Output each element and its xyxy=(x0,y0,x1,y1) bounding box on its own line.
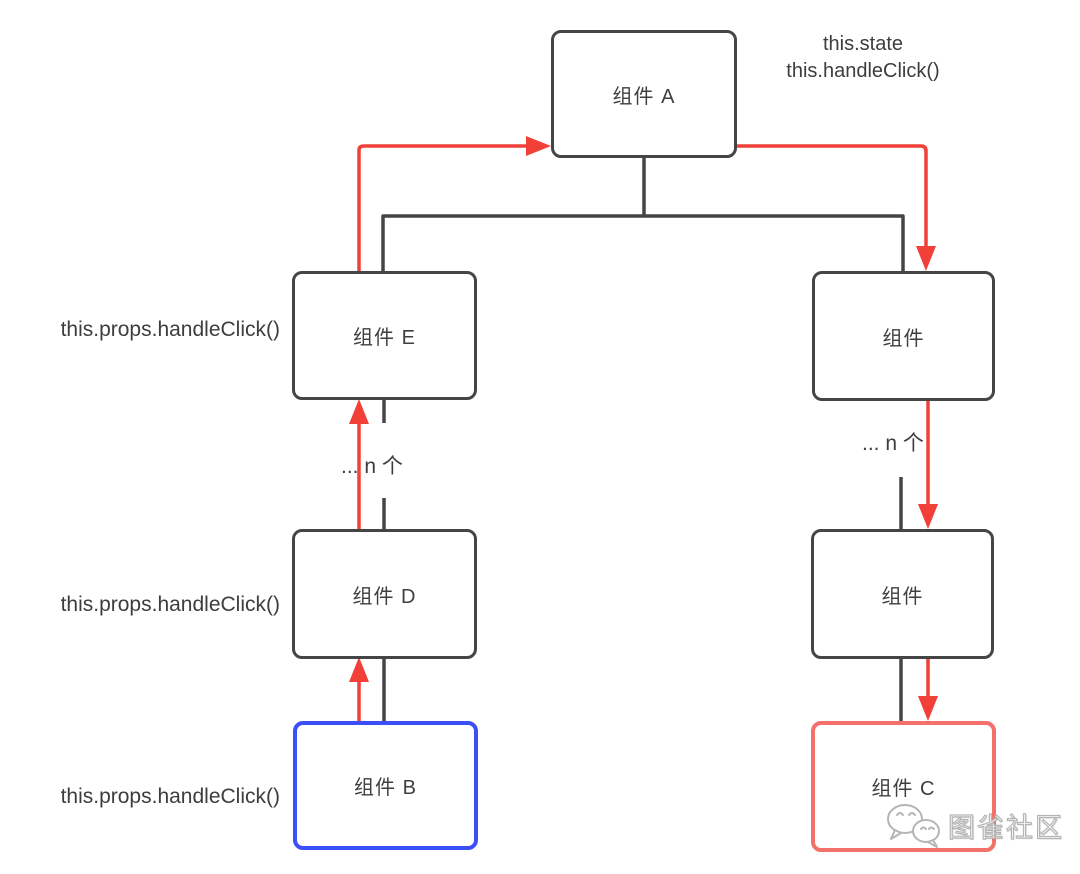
node-component-a: 组件 A xyxy=(551,30,737,158)
props-annotation-b: this.props.handleClick() xyxy=(60,785,280,808)
node-component-e: 组件 E xyxy=(292,271,477,400)
props-annotation-e: this.props.handleClick() xyxy=(60,318,280,341)
state-annotation-line1: this.state xyxy=(822,33,904,55)
n-items-annotation-right: ... n 个 xyxy=(862,432,924,455)
arrowhead-into-c xyxy=(918,696,938,721)
node-component-c: 组件 C xyxy=(811,721,996,852)
state-annotation-line2: this.handleClick() xyxy=(786,60,940,82)
props-annotation-d: this.props.handleClick() xyxy=(60,593,280,616)
arrowhead-into-a xyxy=(526,136,551,156)
node-right-grandchild: 组件 xyxy=(811,529,994,659)
node-component-d: 组件 D xyxy=(292,529,477,659)
arrow-a-to-right-child-line xyxy=(737,144,928,246)
node-component-d-label: 组件 D xyxy=(352,585,417,608)
arrow-e-to-a-line xyxy=(357,144,526,273)
tree-a-to-children xyxy=(381,155,905,273)
arrowhead-into-right-child xyxy=(916,246,936,271)
node-component-a-label: 组件 A xyxy=(612,85,676,108)
state-annotation: this.state this.handleClick() xyxy=(723,31,1003,85)
arrowhead-into-d xyxy=(349,657,369,682)
node-right-child-label: 组件 xyxy=(882,327,925,350)
node-component-e-label: 组件 E xyxy=(353,327,416,349)
node-component-c-label: 组件 C xyxy=(871,778,936,800)
n-items-annotation-left: ... n 个 xyxy=(341,455,403,478)
arrowhead-into-e xyxy=(349,399,369,424)
node-right-grandchild-label: 组件 xyxy=(881,585,924,608)
node-component-b: 组件 B xyxy=(293,721,478,850)
node-right-child: 组件 xyxy=(812,271,995,401)
node-component-b-label: 组件 B xyxy=(354,777,417,799)
arrowhead-into-right-grandchild xyxy=(918,504,938,529)
